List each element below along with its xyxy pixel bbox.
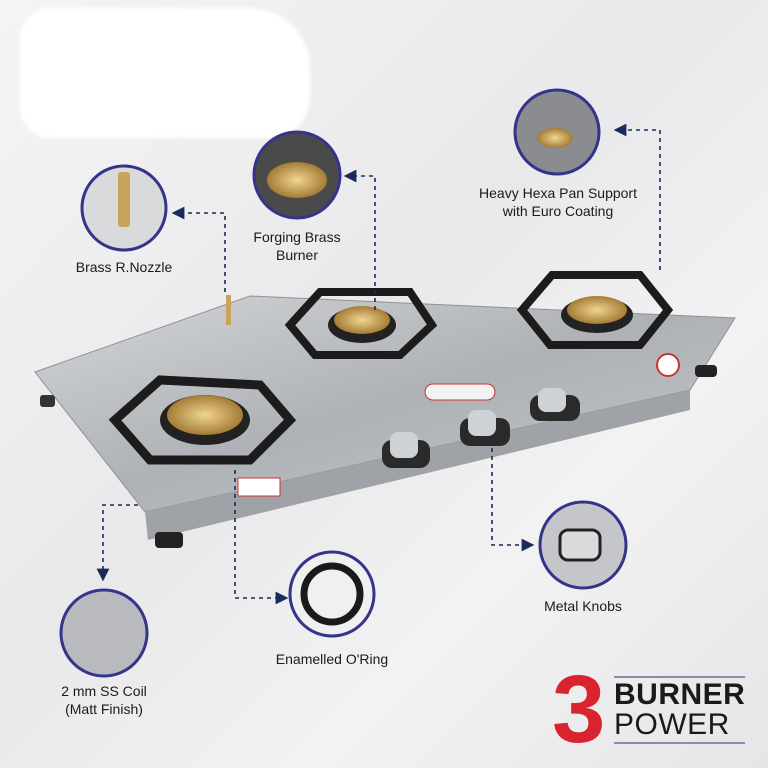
- label-burner-line1: Forging Brass: [253, 229, 341, 245]
- badge-line2: POWER: [614, 708, 730, 741]
- burner-count: 3: [552, 656, 606, 763]
- burner-power-badge: BURNER POWER: [614, 676, 746, 744]
- knobs: [382, 388, 580, 468]
- label-coil: 2 mm SS Coil (Matt Finish): [61, 682, 147, 718]
- sticker: [237, 477, 281, 497]
- label-pan-line2: with Euro Coating: [502, 203, 614, 219]
- blank-area: [20, 8, 310, 138]
- label-burner-line2: Burner: [275, 247, 319, 263]
- badge-line1: BURNER: [614, 678, 746, 711]
- brand-plate: [424, 383, 496, 401]
- coil-detail: [59, 588, 149, 678]
- label-oring: Enamelled O'Ring: [275, 651, 389, 667]
- burner-front-left: [108, 375, 297, 465]
- label-burner: Forging Brass Burner: [253, 228, 340, 264]
- nozzle: [226, 295, 231, 325]
- label-coil-line2: (Matt Finish): [65, 701, 143, 717]
- burner-middle: [284, 288, 438, 359]
- burner-right: [516, 271, 674, 349]
- label-knobs: Metal Knobs: [544, 598, 622, 614]
- label-nozzle: Brass R.Nozzle: [75, 259, 173, 275]
- label-pan-line1: Heavy Hexa Pan Support: [479, 185, 637, 201]
- label-pan-support: Heavy Hexa Pan Support with Euro Coating: [479, 184, 637, 220]
- logo-badge: [656, 353, 680, 377]
- label-coil-line1: 2 mm SS Coil: [61, 683, 147, 699]
